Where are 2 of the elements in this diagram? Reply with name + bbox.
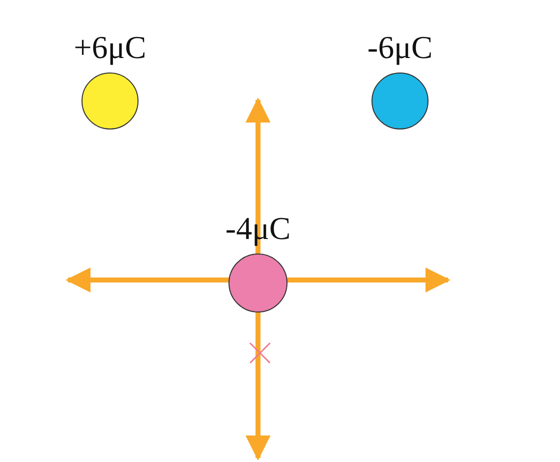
charge-label: +6μC xyxy=(74,30,146,64)
charge-label: -6μC xyxy=(367,30,433,64)
